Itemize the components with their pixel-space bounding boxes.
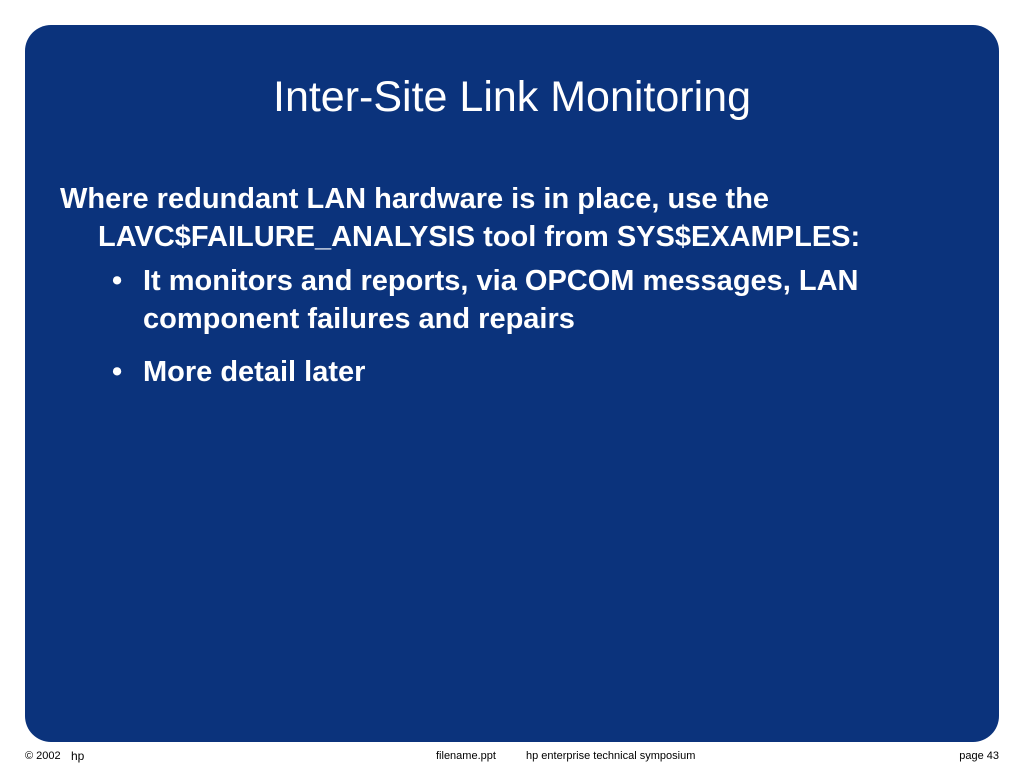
hp-logo: hp [71,749,85,763]
bullet-text: More detail later [143,356,366,388]
slide-title: Inter-Site Link Monitoring [273,73,751,121]
footer-event-name: hp enterprise technical symposium [526,750,696,762]
bullet-item: • It monitors and reports, via OPCOM mes… [112,262,930,338]
bullet-icon: • [112,356,123,388]
bullet-icon: • [112,265,123,297]
slide-body: Where redundant LAN hardware is in place… [60,180,930,406]
bullet-text: It monitors and reports, via OPCOM messa… [143,265,859,335]
footer-filename: filename.ppt [436,750,496,762]
bullet-list: • It monitors and reports, via OPCOM mes… [60,262,930,391]
bullet-item: • More detail later [112,353,930,391]
slide-panel [25,25,999,742]
footer-page-number: page 43 [959,750,999,762]
intro-paragraph: Where redundant LAN hardware is in place… [60,183,861,253]
footer-copyright: © 2002 [25,750,61,762]
